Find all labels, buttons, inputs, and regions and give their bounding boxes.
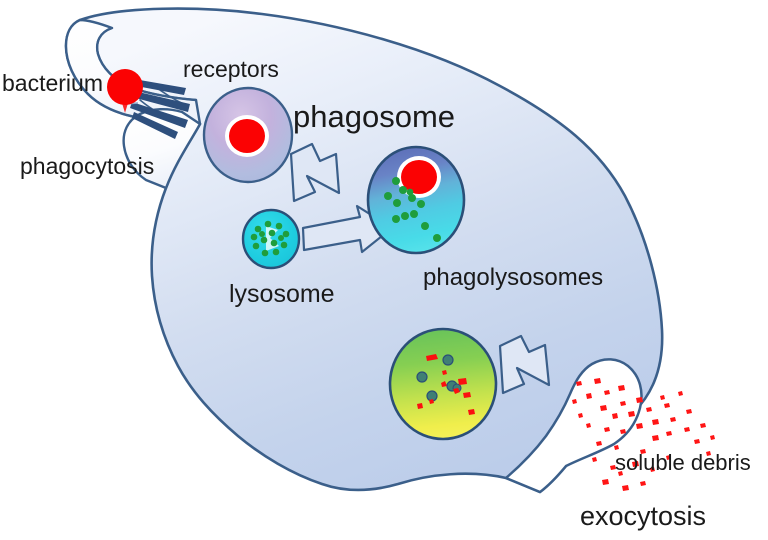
label-phagosome: phagosome — [293, 99, 456, 134]
label-soluble-debris: soluble debris — [615, 450, 751, 475]
digestion-vesicle-debris — [417, 354, 475, 415]
soluble-debris-specks — [572, 378, 715, 491]
phagolysosome-bacterium — [401, 160, 437, 194]
label-phagolysosomes: phagolysosomes — [423, 264, 604, 291]
lysosome-vesicle — [241, 208, 301, 270]
receptor-wedge-2 — [128, 90, 190, 112]
pseudopod-group — [64, 18, 202, 190]
phagosome-bacterium — [229, 119, 265, 153]
phagolysosome-enzymes — [384, 177, 441, 242]
lysosome-enzymes — [250, 220, 290, 257]
label-phagocytosis: phagocytosis — [20, 153, 155, 179]
arrow-phagosome-to-phagolysosome — [289, 142, 341, 203]
bacterium-tail — [122, 103, 128, 113]
receptor-wedge-3 — [130, 102, 188, 128]
label-exocytosis: exocytosis — [580, 501, 707, 531]
phagolysosome-vesicle — [366, 145, 466, 255]
phagosome-vesicle — [202, 86, 294, 184]
arrow-1-shape — [289, 142, 341, 203]
label-bacterium: bacterium — [2, 70, 103, 96]
digestion-vesicle — [388, 327, 498, 441]
label-lysosome: lysosome — [229, 280, 335, 308]
arrow-vesicle-to-exocytosis — [498, 334, 551, 395]
bacterium-free — [107, 69, 143, 113]
label-receptors: receptors — [183, 56, 279, 82]
receptor-wedge-4 — [132, 112, 178, 139]
bacterium-body — [107, 69, 143, 105]
arrow-3-shape — [498, 334, 551, 395]
